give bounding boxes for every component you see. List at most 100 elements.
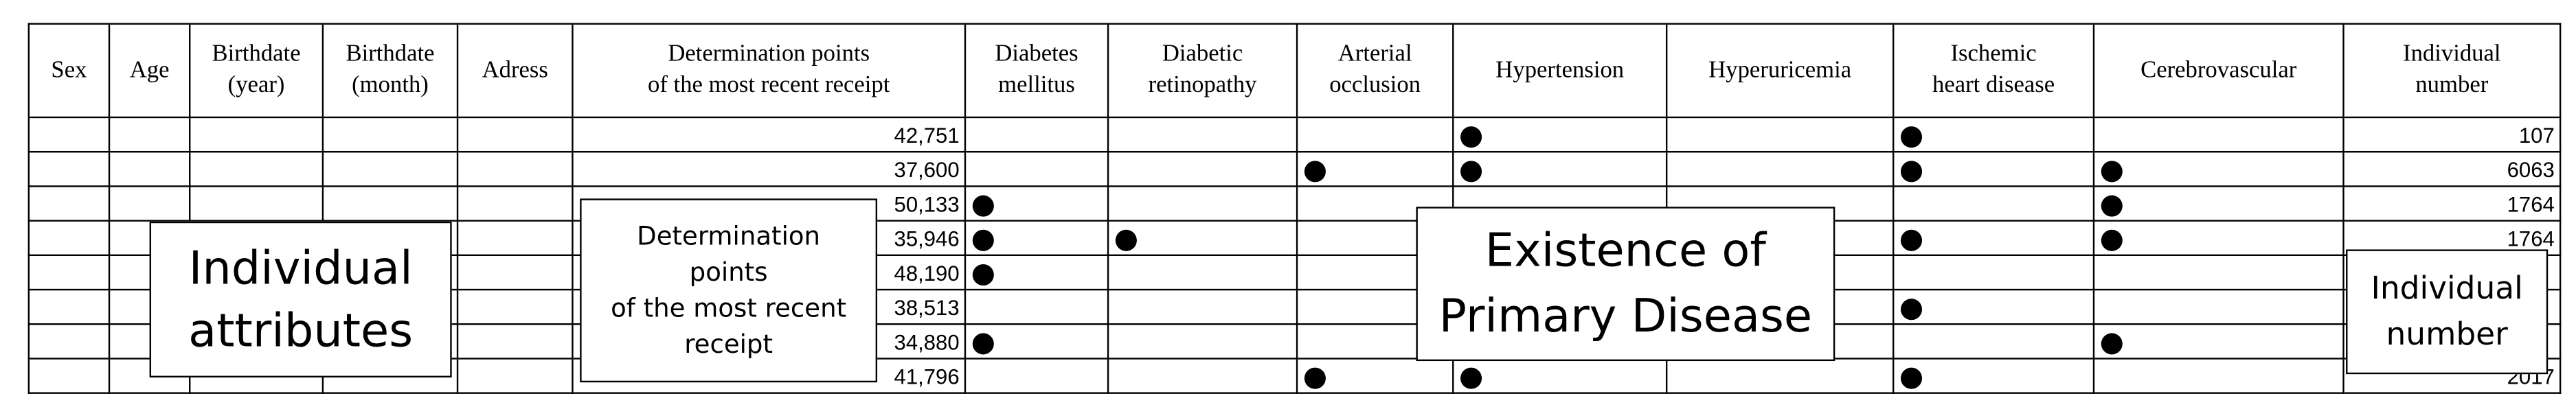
diabetes-cell — [964, 288, 1109, 325]
arterial-cell — [1296, 150, 1454, 187]
sex-cell — [27, 254, 111, 291]
header-line: (year) — [227, 72, 285, 99]
sex-cell — [27, 185, 111, 222]
overlay-line: Existence of — [1484, 223, 1766, 278]
header-line: Diabetes — [995, 40, 1078, 68]
presence-dot-icon — [1900, 367, 1923, 388]
retinopathy-cell — [1107, 116, 1298, 153]
table-row: 42,751 107 — [27, 116, 2562, 153]
header-line: heart disease — [1932, 72, 2055, 99]
points-cell: 42,751 — [572, 116, 967, 153]
hyperuricemia-cell — [1665, 116, 1895, 153]
birthdate-month-cell — [321, 185, 459, 222]
presence-dot-icon — [2101, 194, 2123, 216]
sex-cell — [27, 150, 111, 187]
determination-points-label: Determination points of the most recent … — [580, 198, 878, 383]
overlay-line: Primary Disease — [1438, 288, 1813, 343]
overlay-line: points — [689, 257, 768, 288]
diabetes-cell — [964, 254, 1109, 291]
individual-number-label: Individual number — [2346, 249, 2549, 375]
individual-number-cell: 1764 — [2342, 185, 2562, 222]
header-line: Adress — [482, 56, 548, 83]
diabetes-cell — [964, 116, 1109, 153]
overlay-line: Individual — [188, 240, 413, 295]
header-ischemic-heart-disease: Ischemic heart disease — [1893, 23, 2095, 119]
ischemic-cell — [1893, 288, 2095, 325]
cerebro-cell — [2092, 150, 2345, 187]
individual-number-cell: 107 — [2342, 116, 2562, 153]
retinopathy-cell — [1107, 358, 1298, 394]
hypertension-cell — [1452, 150, 1668, 187]
ischemic-cell — [1893, 358, 2095, 394]
presence-dot-icon — [1115, 229, 1137, 251]
presence-dot-icon — [2101, 229, 2123, 251]
sex-cell — [27, 116, 111, 153]
hyperuricemia-cell — [1665, 150, 1895, 187]
sex-cell — [27, 358, 111, 394]
ischemic-cell — [1893, 254, 2095, 291]
cerebro-cell — [2092, 358, 2345, 394]
presence-dot-icon — [2101, 160, 2123, 182]
cerebro-cell — [2092, 116, 2345, 153]
points-cell: 37,600 — [572, 150, 967, 187]
address-cell — [456, 150, 574, 187]
cerebro-cell — [2092, 288, 2345, 325]
presence-dot-icon — [1900, 229, 1923, 251]
overlay-line: Determination — [637, 221, 821, 251]
header-diabetic-retinopathy: Diabetic retinopathy — [1107, 23, 1298, 119]
primary-disease-label: Existence of Primary Disease — [1416, 207, 1835, 362]
cerebro-cell — [2092, 220, 2345, 257]
header-line: of the most recent receipt — [647, 72, 890, 99]
birthdate-month-cell — [321, 116, 459, 153]
presence-dot-icon — [1460, 125, 1482, 148]
header-line: Determination points — [668, 40, 870, 68]
header-line: (month) — [352, 72, 429, 99]
age-cell — [108, 150, 191, 187]
header-line: Hyperuricemia — [1708, 56, 1852, 83]
address-cell — [456, 254, 574, 291]
presence-dot-icon — [1304, 367, 1326, 388]
header-determination-points: Determination points of the most recent r… — [572, 23, 967, 119]
header-birthdate-month: Birthdate (month) — [321, 23, 459, 119]
ischemic-cell — [1893, 185, 2095, 222]
address-cell — [456, 116, 574, 153]
overlay-line: number — [2386, 316, 2508, 353]
header-line: Cerebrovascular — [2140, 56, 2297, 83]
header-sex: Sex — [27, 23, 111, 119]
header-line: Sex — [51, 56, 87, 83]
header-line: Birthdate — [346, 40, 435, 68]
birthdate-year-cell — [189, 150, 324, 187]
diabetes-cell — [964, 150, 1109, 187]
presence-dot-icon — [972, 263, 994, 285]
header-line: Ischemic — [1950, 40, 2037, 68]
header-line: Diabetic — [1162, 40, 1243, 68]
presence-dot-icon — [1304, 160, 1326, 182]
hyperuricemia-cell — [1665, 358, 1895, 394]
sex-cell — [27, 323, 111, 360]
presence-dot-icon — [1460, 160, 1482, 182]
overlay-line: attributes — [188, 303, 414, 358]
retinopathy-cell — [1107, 323, 1298, 360]
header-line: occlusion — [1329, 72, 1421, 99]
arterial-cell — [1296, 116, 1454, 153]
header-line: retinopathy — [1148, 72, 1257, 99]
header-row: Sex Age Birthdate (year) Birthdate (month)… — [27, 23, 2562, 119]
hypertension-cell — [1452, 116, 1668, 153]
header-cerebrovascular: Cerebrovascular — [2092, 23, 2345, 119]
retinopathy-cell — [1107, 288, 1298, 325]
diabetes-cell — [964, 323, 1109, 360]
header-line: Arterial — [1337, 40, 1412, 68]
address-cell — [456, 358, 574, 394]
sex-cell — [27, 220, 111, 257]
ischemic-cell — [1893, 150, 2095, 187]
presence-dot-icon — [972, 229, 994, 251]
sex-cell — [27, 288, 111, 325]
header-line: Individual — [2403, 40, 2501, 68]
overlay-line: receipt — [684, 329, 773, 360]
header-line: Age — [129, 56, 170, 83]
cerebro-cell — [2092, 323, 2345, 360]
birthdate-year-cell — [189, 116, 324, 153]
